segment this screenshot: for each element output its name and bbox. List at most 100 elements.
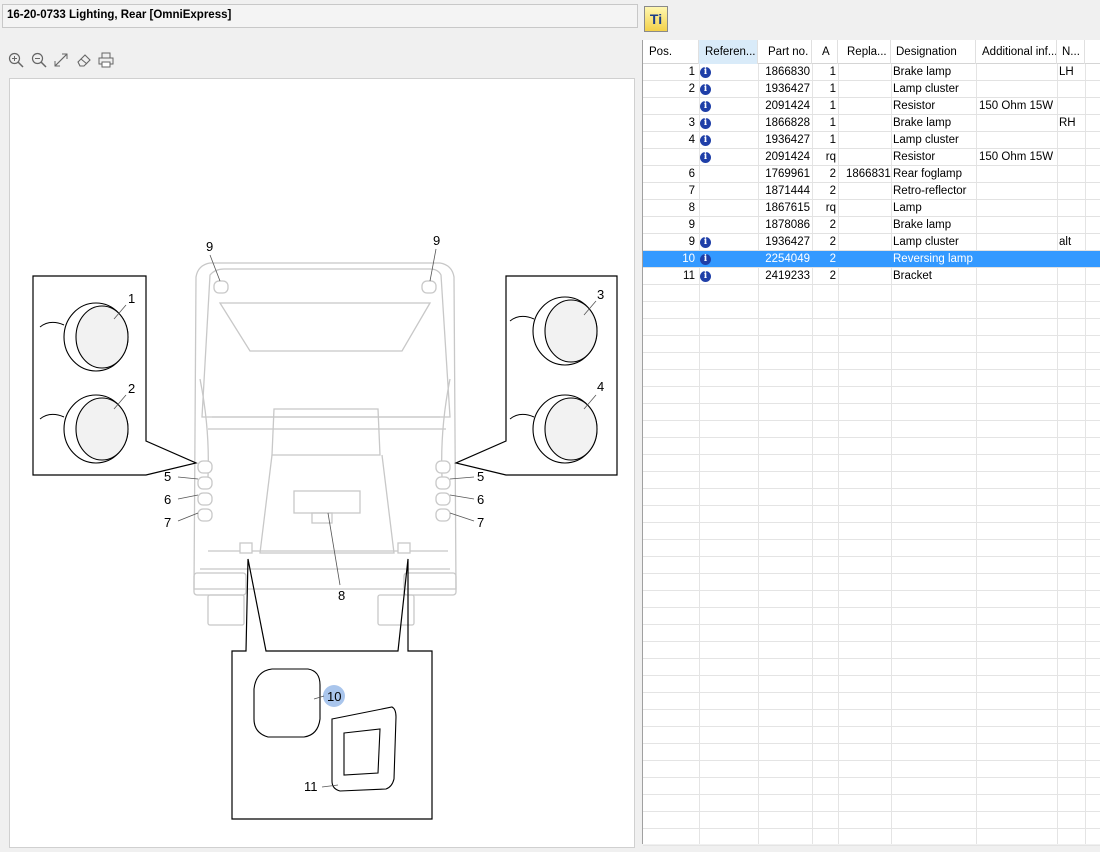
grid-hline xyxy=(643,811,1100,812)
cell-a: 1 xyxy=(829,83,836,95)
cell-repl xyxy=(846,132,891,149)
column-header-designation[interactable]: Designation xyxy=(891,40,976,64)
callout-4[interactable]: 4 xyxy=(597,379,604,394)
grid-hline xyxy=(643,624,1100,625)
eraser-icon[interactable] xyxy=(76,52,92,71)
diagram-panel: 9 9 1 2 3 4 5 6 7 5 6 7 8 10 11 xyxy=(0,38,640,848)
cell-part: 1878086 xyxy=(765,219,810,231)
cell-part: 1867615 xyxy=(765,202,810,214)
cell-info xyxy=(979,132,1057,149)
print-icon[interactable] xyxy=(98,52,114,71)
info-icon[interactable]: i xyxy=(700,101,711,112)
callout-7-left[interactable]: 7 xyxy=(164,515,171,530)
technical-info-button[interactable]: Ti xyxy=(644,6,668,32)
exploded-view-canvas[interactable]: 9 9 1 2 3 4 5 6 7 5 6 7 8 10 11 xyxy=(9,78,635,848)
zoom-in-icon[interactable] xyxy=(8,52,24,71)
grid-hline xyxy=(643,454,1100,455)
callout-11[interactable]: 11 xyxy=(304,779,318,794)
fit-icon[interactable] xyxy=(53,52,69,71)
zoom-out-icon[interactable] xyxy=(31,52,47,71)
callout-5-right[interactable]: 5 xyxy=(477,469,484,484)
callout-2[interactable]: 2 xyxy=(128,381,135,396)
cell-a: 1 xyxy=(829,134,836,146)
cell-part: 1871444 xyxy=(765,185,810,197)
callout-9-right[interactable]: 9 xyxy=(433,233,440,248)
column-header-note[interactable]: N... xyxy=(1057,40,1085,64)
grid-hline xyxy=(643,335,1100,336)
info-icon[interactable]: i xyxy=(700,271,711,282)
callout-3[interactable]: 3 xyxy=(597,287,604,302)
cell-repl xyxy=(846,64,891,81)
grid-hline xyxy=(643,675,1100,676)
grid-hline xyxy=(643,505,1100,506)
grid-hline xyxy=(643,760,1100,761)
cell-repl xyxy=(846,251,891,268)
cell-part: 1769961 xyxy=(765,168,810,180)
cell-note: RH xyxy=(1059,117,1076,129)
column-header-reference[interactable]: Referen... xyxy=(699,40,758,64)
column-header-additional-info[interactable]: Additional inf... xyxy=(976,40,1057,64)
cell-desig: Brake lamp xyxy=(893,66,952,78)
column-header-a[interactable]: A xyxy=(812,40,838,64)
cell-part: 1866830 xyxy=(765,66,810,78)
document-title: 16-20-0733 Lighting, Rear [OmniExpress] xyxy=(7,9,232,21)
cell-note xyxy=(1059,268,1085,285)
cell-pos: 2 xyxy=(688,83,695,95)
cell-pos xyxy=(643,98,695,115)
grid-hline xyxy=(643,692,1100,693)
grid-hline xyxy=(643,352,1100,353)
cell-part: 1936427 xyxy=(765,134,810,146)
grid-hline xyxy=(643,556,1100,557)
grid-hline xyxy=(643,539,1100,540)
column-header-pos[interactable]: Pos. xyxy=(643,40,699,64)
callout-7-right[interactable]: 7 xyxy=(477,515,484,530)
grid-hline xyxy=(643,845,1100,846)
info-icon[interactable]: i xyxy=(700,84,711,95)
column-header-part-no[interactable]: Part no. xyxy=(758,40,812,64)
cell-note: LH xyxy=(1059,66,1074,78)
grid-hline xyxy=(643,386,1100,387)
cell-repl xyxy=(846,149,891,166)
cell-a: 2 xyxy=(829,185,836,197)
column-header-replaced[interactable]: Repla... xyxy=(838,40,891,64)
callout-9-left[interactable]: 9 xyxy=(206,239,213,254)
cell-desig: Rear foglamp xyxy=(893,168,963,180)
cell-info: 150 Ohm 15W xyxy=(979,151,1054,163)
cell-desig: Brake lamp xyxy=(893,219,952,231)
callout-6-right[interactable]: 6 xyxy=(477,492,484,507)
info-icon[interactable]: i xyxy=(700,237,711,248)
info-icon[interactable]: i xyxy=(700,135,711,146)
grid-hline xyxy=(643,471,1100,472)
callout-10[interactable]: 10 xyxy=(327,689,341,704)
info-icon[interactable]: i xyxy=(700,67,711,78)
info-icon[interactable]: i xyxy=(700,152,711,163)
callout-6-left[interactable]: 6 xyxy=(164,492,171,507)
cell-part: 2254049 xyxy=(765,253,810,265)
cell-pos: 3 xyxy=(688,117,695,129)
cell-repl xyxy=(846,81,891,98)
info-icon[interactable]: i xyxy=(700,118,711,129)
cell-desig: Lamp cluster xyxy=(893,134,959,146)
grid-hline xyxy=(643,777,1100,778)
cell-info: 150 Ohm 15W xyxy=(979,100,1054,112)
callout-8[interactable]: 8 xyxy=(338,588,345,603)
callout-5-left[interactable]: 5 xyxy=(164,469,171,484)
info-icon[interactable]: i xyxy=(700,254,711,265)
cell-pos xyxy=(643,149,695,166)
callout-1[interactable]: 1 xyxy=(128,291,135,306)
cell-part: 1936427 xyxy=(765,236,810,248)
grid-hline xyxy=(643,522,1100,523)
